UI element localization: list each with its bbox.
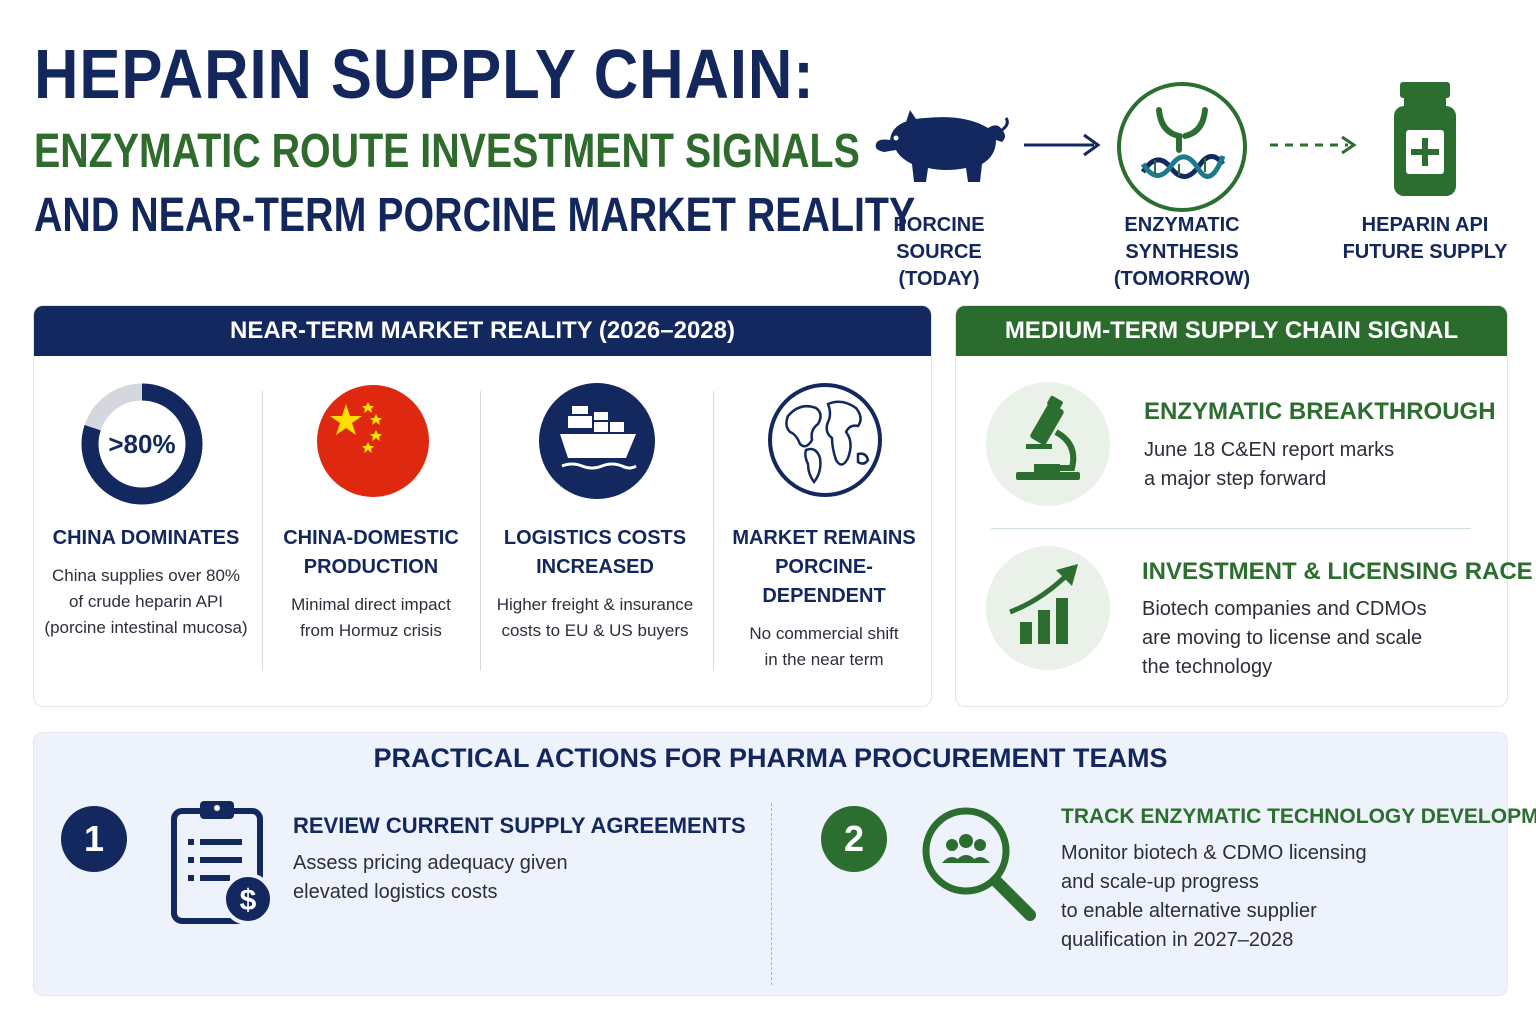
signal-title-investment-race: INVESTMENT & LICENSING RACE (1142, 558, 1533, 585)
donut-chart-icon: >80% (81, 383, 203, 505)
near-term-item-china-domestic: CHINA-DOMESTIC PRODUCTION Minimal direct… (283, 527, 459, 640)
actions-heading: PRACTICAL ACTIONS FOR PHARMA PROCUREMENT… (373, 743, 1168, 773)
medicine-bottle-icon (1394, 82, 1456, 196)
action-number-1: 1 (61, 806, 127, 872)
signal-divider (991, 528, 1471, 529)
signal-title-enzymatic-breakthrough: ENZYMATIC BREAKTHROUGH (1144, 398, 1496, 425)
microscope-icon (986, 382, 1110, 506)
cargo-ship-icon (539, 383, 655, 499)
near-term-heading: NEAR-TERM MARKET REALITY (2026–2028) (34, 306, 931, 356)
medium-term-panel: MEDIUM-TERM SUPPLY CHAIN SIGNAL ENZYMATI… (955, 305, 1533, 707)
clipboard-dollar-icon: $ (171, 801, 274, 925)
near-term-panel: NEAR-TERM MARKET REALITY (2026–2028) >80… (33, 305, 932, 707)
medium-term-heading: MEDIUM-TERM SUPPLY CHAIN SIGNAL (956, 306, 1507, 356)
pig-icon (875, 110, 1009, 182)
magnifier-people-icon (922, 807, 1036, 921)
page-subtitle-line2: AND NEAR-TERM PORCINE MARKET REALITY (34, 189, 916, 242)
donut-label: >80% (108, 429, 175, 459)
growth-chart-icon (986, 546, 1110, 670)
near-term-item-porcine-dependent: MARKET REMAINS PORCINE-DEPENDENT No comm… (732, 527, 916, 669)
svg-text:$: $ (240, 884, 257, 917)
action-title-track-technology: TRACK ENZYMATIC TECHNOLOGY DEVELOPMENT (1061, 805, 1536, 828)
item-text: China supplies over 80%of crude heparin … (44, 566, 248, 637)
practical-actions-section: PRACTICAL ACTIONS FOR PHARMA PROCUREMENT… (33, 732, 1536, 996)
near-term-item-china-dominates: CHINA DOMINATES China supplies over 80%o… (42, 524, 250, 641)
action-number-2: 2 (821, 806, 887, 872)
page-subtitle-line1: ENZYMATIC ROUTE INVESTMENT SIGNALS (34, 125, 860, 178)
arrow-right-icon (1024, 133, 1101, 157)
dashed-arrow-icon (1270, 135, 1357, 155)
enzyme-dna-icon (1117, 82, 1247, 212)
item-title: CHINA DOMINATES (52, 527, 240, 549)
china-flag-icon (317, 385, 429, 497)
action-title-review-agreements: REVIEW CURRENT SUPPLY AGREEMENTS (293, 813, 746, 838)
globe-icon (768, 383, 882, 497)
page-title: HEPARIN SUPPLY CHAIN: (34, 35, 815, 113)
near-term-item-logistics: LOGISTICS COSTS INCREASED Higher freight… (496, 527, 694, 640)
actions-divider (771, 803, 772, 985)
